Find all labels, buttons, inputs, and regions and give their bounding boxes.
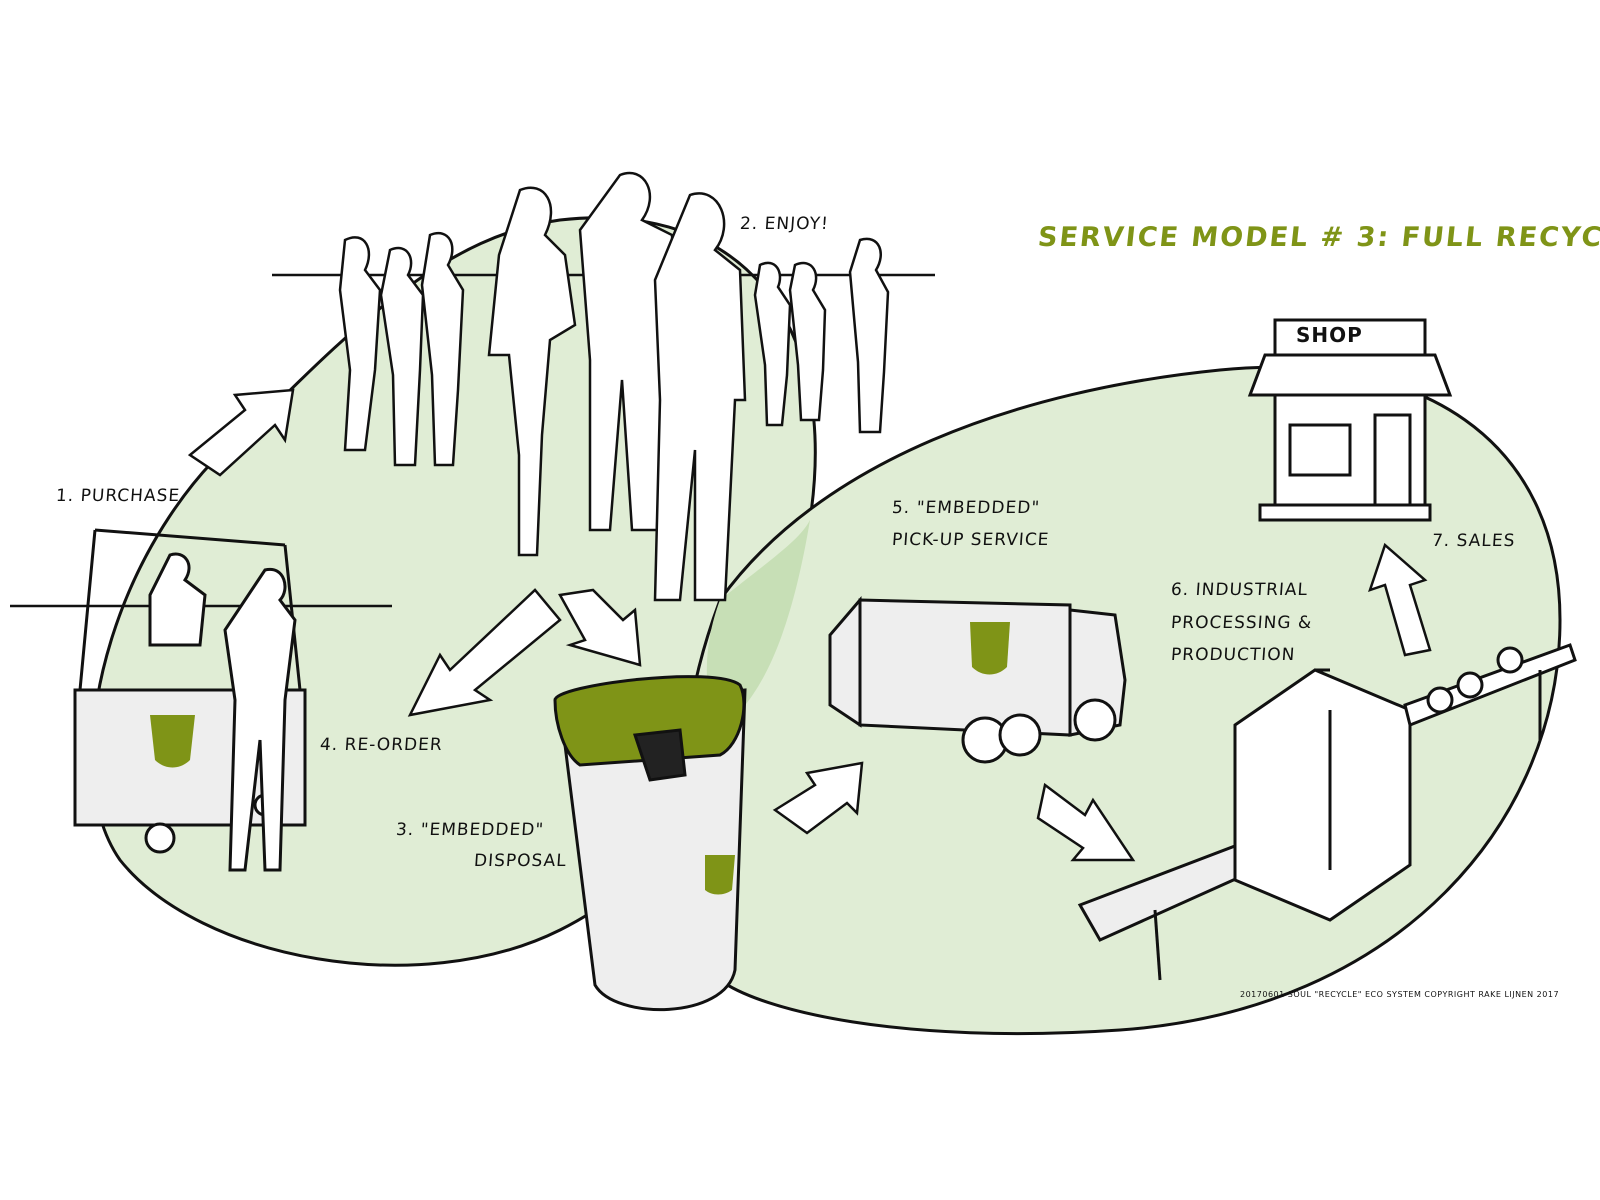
step-disposal-label-1: 3. "Embedded" bbox=[395, 820, 545, 840]
step-sales-label: 7. Sales bbox=[1431, 531, 1517, 551]
arrow-processing-icon bbox=[1036, 782, 1136, 862]
processing-machine-icon bbox=[1077, 643, 1577, 981]
step-pickup-label-1: 5. "Embedded" bbox=[891, 498, 1041, 518]
arrow-disposal-icon bbox=[558, 588, 642, 667]
arrow-sales-icon bbox=[1368, 542, 1432, 657]
copyright-text: 20170601 SOUL "RECYCLE" ECO SYSTEM COPYR… bbox=[1240, 990, 1560, 999]
step-industrial-label-2: Processing & bbox=[1170, 613, 1313, 633]
diagram-title: Service Model # 3: Full Recycle bbox=[1036, 222, 1600, 253]
step-pickup-label-2: Pick-up service bbox=[891, 530, 1051, 550]
vendor-cart-icon bbox=[73, 528, 307, 872]
blob-overlap bbox=[706, 520, 810, 730]
shop-sign: SHOP bbox=[1296, 323, 1363, 347]
arrow-purchase-icon bbox=[187, 388, 295, 477]
recycling-bin-icon bbox=[553, 675, 747, 1012]
step-industrial-label-3: Production bbox=[1170, 645, 1297, 665]
flow-arrows bbox=[187, 388, 1432, 862]
crowd-people-icon bbox=[338, 171, 890, 602]
arrow-pickup-icon bbox=[772, 761, 864, 835]
step-enjoy-label: 2. Enjoy! bbox=[739, 214, 830, 234]
step-disposal-label-2: Disposal bbox=[473, 851, 568, 871]
shop-building-icon bbox=[1247, 318, 1453, 522]
pickup-truck-icon bbox=[828, 595, 1127, 764]
arrow-reorder-icon bbox=[407, 588, 562, 717]
step-purchase-label: 1. Purchase bbox=[55, 486, 181, 506]
step-reorder-label: 4. Re-order bbox=[319, 735, 444, 755]
step-industrial-label-1: 6. Industrial bbox=[1170, 580, 1309, 600]
